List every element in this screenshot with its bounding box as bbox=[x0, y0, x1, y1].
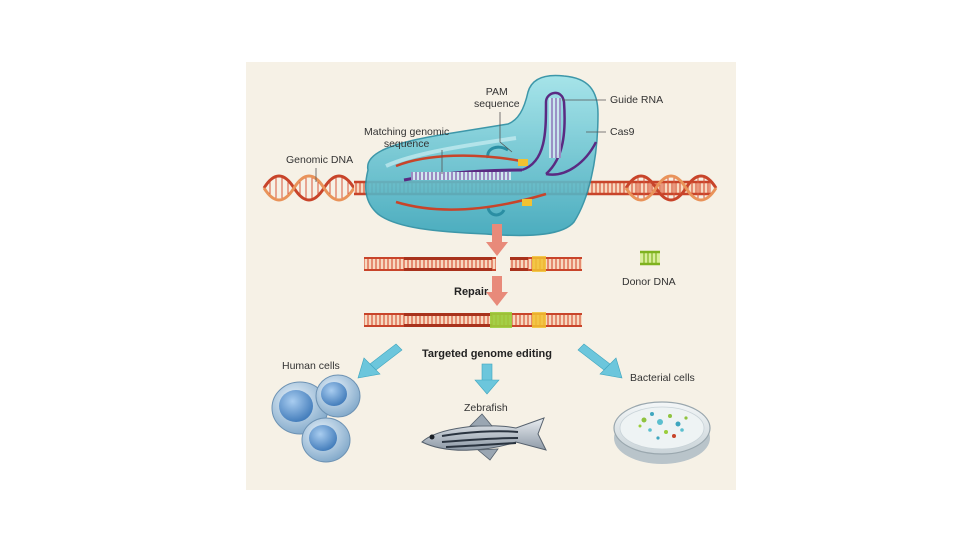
bacterial-cells-label: Bacterial cells bbox=[630, 372, 695, 384]
pam-sequence-mark-repaired bbox=[532, 312, 546, 328]
diagram-artwork bbox=[262, 74, 718, 464]
human-cells-label: Human cells bbox=[282, 360, 340, 372]
matching-genomic-sequence-label: Matching genomic sequence bbox=[364, 126, 450, 150]
cas9-label: Cas9 bbox=[610, 126, 635, 138]
bacterial-colonies bbox=[638, 412, 688, 440]
pam-sequence-label: PAM sequence bbox=[474, 86, 520, 110]
guide-rna-label: Guide RNA bbox=[610, 94, 664, 106]
arrows-to-organisms bbox=[357, 343, 623, 395]
targeted-genome-editing-label: Targeted genome editing bbox=[422, 348, 552, 360]
unwound-target-dna bbox=[395, 154, 547, 211]
arrow-cleave bbox=[486, 224, 508, 256]
repaired-dna bbox=[364, 312, 582, 328]
zebrafish-label: Zebrafish bbox=[464, 402, 508, 414]
genomic-dna-helix-left bbox=[262, 174, 356, 202]
cut-dna bbox=[364, 256, 582, 272]
human-cells-illustration bbox=[271, 374, 361, 463]
genomic-dna-helix-right bbox=[624, 174, 718, 202]
donor-dna-insert bbox=[490, 312, 512, 328]
repair-label: Repair bbox=[454, 286, 489, 298]
arrow-to-bacterial-cells bbox=[577, 343, 623, 379]
donor-dna-icon bbox=[640, 250, 660, 266]
arrow-to-zebrafish bbox=[474, 363, 500, 395]
donor-dna-label: Donor DNA bbox=[622, 276, 676, 288]
arrow-to-human-cells bbox=[357, 343, 403, 379]
pam-sequence-mark-cut bbox=[532, 256, 546, 272]
leader-lines bbox=[315, 99, 606, 182]
bacterial-petri-dish bbox=[613, 401, 711, 464]
crispr-cas9-diagram: PAM sequence Guide RNA Cas9 Matching gen… bbox=[246, 62, 736, 490]
zebrafish-illustration bbox=[421, 413, 547, 461]
guide-rna bbox=[403, 91, 598, 182]
genomic-dna-label: Genomic DNA bbox=[286, 154, 354, 166]
arrow-repair bbox=[486, 276, 508, 306]
pam-sequence-mark-lower bbox=[522, 199, 532, 206]
pam-sequence-mark bbox=[518, 159, 528, 166]
